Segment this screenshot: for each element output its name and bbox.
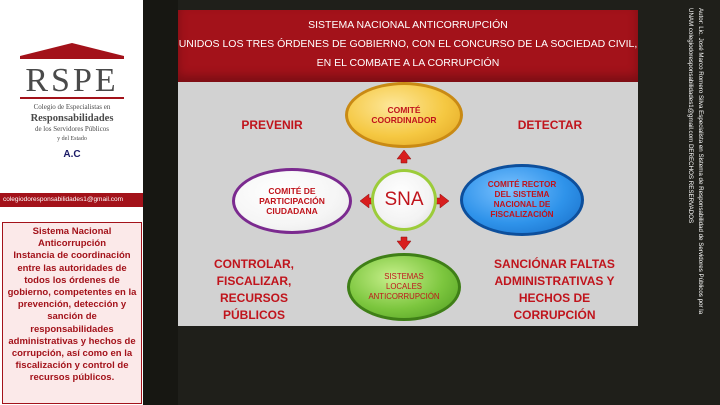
ellipse-sna-center: SNA — [371, 169, 437, 231]
logo-divider — [20, 97, 124, 99]
ellipse-comite-coordinador: COMITÉ COORDINADOR — [345, 82, 463, 148]
arrow-down-icon — [396, 236, 412, 251]
arrow-up-icon — [396, 149, 412, 164]
header-title: SISTEMA NACIONAL ANTICORRUPCIÓN — [308, 19, 508, 31]
logo-roof-base — [20, 56, 124, 59]
author-credit: Autor: Lic. José Marco Romero Silva Espe… — [648, 8, 708, 398]
label-prevenir: PREVENIR — [241, 118, 303, 132]
description-box: Sistema Nacional Anticorrupción Instanci… — [2, 222, 142, 404]
logo-roof-shape — [20, 43, 124, 56]
ellipse-comite-rector: COMITÉ RECTOR DEL SISTEMA NACIONAL DE FI… — [460, 164, 584, 236]
sna-label: SNA — [384, 189, 424, 210]
ellipse-top-label: COMITÉ COORDINADOR — [371, 105, 437, 125]
ellipse-left-label: COMITÉ DE PARTICIPACIÓN CIUDADANA — [259, 186, 325, 216]
dark-separator — [143, 0, 178, 405]
arrow-right-icon — [435, 193, 450, 209]
header-band — [178, 10, 638, 82]
logo-subtitle-4: y del Estado — [57, 136, 87, 142]
ellipse-bottom-label: SISTEMAS LOCALES ANTICORRUPCIÓN — [368, 272, 440, 301]
logo-subtitle-2: Responsabilidades — [31, 113, 114, 124]
logo-graphic: RSPE Colegio de Especialistas en Respons… — [20, 43, 124, 160]
description-body: Instancia de coordinación entre las auto… — [7, 250, 137, 384]
rspe-logo: RSPE Colegio de Especialistas en Respons… — [8, 40, 136, 160]
label-controlar: CONTROLAR, FISCALIZAR, RECURSOS PÚBLICOS — [214, 257, 294, 322]
label-detectar: DETECTAR — [517, 118, 583, 132]
logo-ac: A.C — [63, 149, 80, 160]
header: SISTEMA NACIONAL ANTICORRUPCIÓN UNIDOS L… — [178, 16, 638, 73]
logo-subtitle-1: Colegio de Especialistas en — [34, 103, 111, 111]
description-title: Sistema Nacional Anticorrupción — [32, 226, 112, 250]
ellipse-sistemas-locales: SISTEMAS LOCALES ANTICORRUPCIÓN — [347, 253, 461, 321]
credit-line-1: Autor: Lic. José Marco Romero Silva Espe… — [697, 8, 704, 315]
email-bar: colegiodoresponsabilidades1@gmail.com — [0, 193, 143, 207]
ellipse-participacion-ciudadana: COMITÉ DE PARTICIPACIÓN CIUDADANA — [232, 168, 352, 234]
header-line-3: EN EL COMBATE A LA CORRUPCIÓN — [316, 57, 500, 69]
header-line-2: UNIDOS LOS TRES ÓRDENES DE GOBIERNO, CON… — [178, 38, 638, 50]
logo-letters: RSPE — [25, 62, 118, 99]
logo-subtitle-3: de los Servidores Públicos — [35, 125, 109, 133]
sidebar: RSPE Colegio de Especialistas en Respons… — [0, 0, 143, 405]
credit-line-2: UNAM colegiodoresponsabilidades1@gmail.c… — [687, 8, 694, 224]
ellipse-right-label: COMITÉ RECTOR DEL SISTEMA NACIONAL DE FI… — [487, 180, 557, 219]
label-sancionar: SANCIÓNAR FALTAS ADMINISTRATIVAS Y HECHO… — [494, 257, 615, 322]
